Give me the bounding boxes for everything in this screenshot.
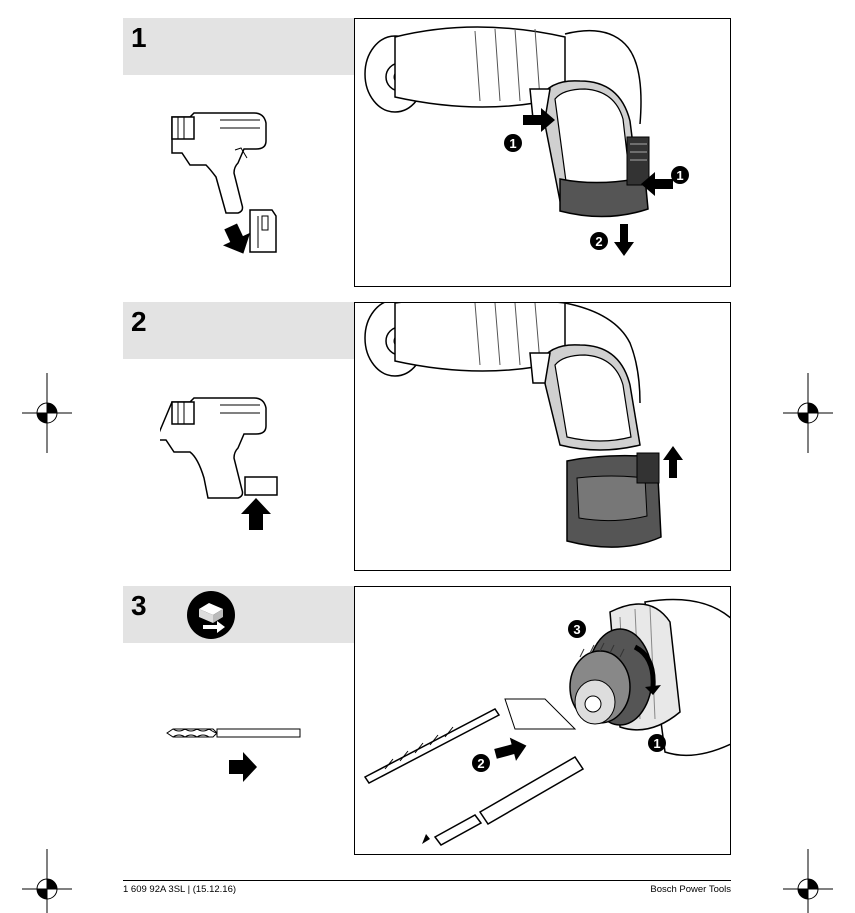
step-2-number: 2 bbox=[131, 306, 147, 337]
registration-mark-icon bbox=[22, 849, 72, 913]
callout-label: 1 bbox=[509, 136, 516, 151]
step-2-thumbnail bbox=[160, 385, 300, 540]
drill-remove-battery-icon bbox=[171, 112, 277, 254]
registration-mark-icon bbox=[783, 373, 833, 453]
step-1-panel: 1 1 2 bbox=[354, 18, 731, 287]
callout-label: 2 bbox=[477, 756, 484, 771]
callout-label: 3 bbox=[573, 622, 580, 637]
step-1-thumbnail bbox=[160, 100, 300, 265]
footer-brand: Bosch Power Tools bbox=[650, 884, 731, 895]
step-2-panel bbox=[354, 302, 731, 571]
step-1-number: 1 bbox=[131, 22, 147, 53]
callout-label: 1 bbox=[676, 168, 683, 183]
drill-detail-illustration: 1 1 2 bbox=[364, 26, 689, 256]
footer-document-id: 1 609 92A 3SL | (15.12.16) bbox=[123, 884, 237, 895]
step-3-panel: 3 2 1 bbox=[354, 586, 731, 855]
chuck-insert-bit-illustration: 3 2 1 bbox=[363, 598, 730, 846]
step-3-number: 3 bbox=[131, 590, 147, 621]
drill-insert-battery-icon bbox=[160, 397, 278, 530]
drill-detail-illustration bbox=[364, 303, 683, 548]
callout-2: 2 bbox=[590, 232, 608, 250]
bit-change-icon bbox=[187, 591, 235, 639]
step-3-header: 3 bbox=[123, 586, 354, 643]
callout-1a: 1 bbox=[504, 134, 522, 152]
registration-mark-icon bbox=[783, 849, 833, 913]
callout-label: 2 bbox=[595, 234, 602, 249]
registration-mark-icon bbox=[22, 373, 72, 453]
callout-2: 2 bbox=[472, 754, 490, 772]
callout-3: 3 bbox=[568, 620, 586, 638]
callout-1: 1 bbox=[648, 734, 666, 752]
callout-label: 1 bbox=[653, 736, 660, 751]
step-3-thumbnail bbox=[165, 722, 305, 787]
drill-bit-icon bbox=[166, 728, 301, 782]
step-2-header: 2 bbox=[123, 302, 354, 359]
step-1-header: 1 bbox=[123, 18, 354, 75]
footer-divider bbox=[123, 880, 731, 881]
callout-1b: 1 bbox=[671, 166, 689, 184]
